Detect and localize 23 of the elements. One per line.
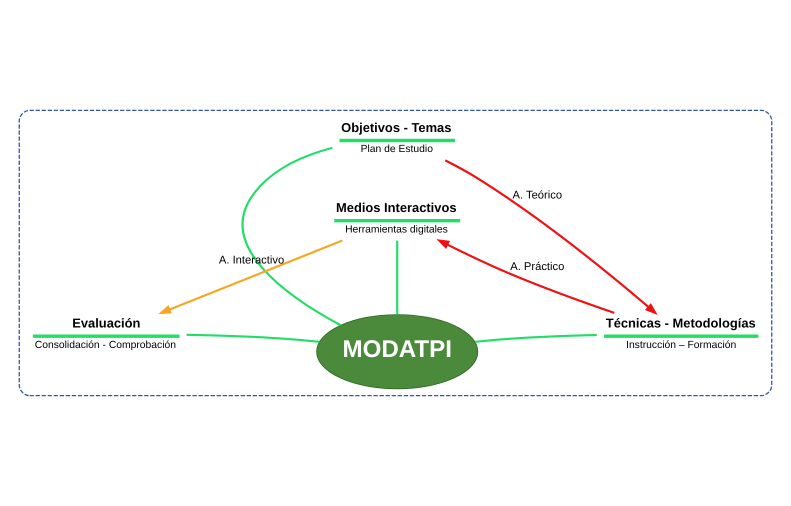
node-box [33, 334, 180, 338]
edge-label: A. Práctico [510, 261, 564, 274]
node-box [339, 138, 455, 142]
node-label: Herramientas digitales [345, 224, 448, 236]
connector [242, 146, 342, 326]
connector [186, 334, 320, 343]
node-label: Instrucción – Formación [626, 340, 736, 351]
node-box [334, 218, 460, 222]
cluster [18, 110, 772, 396]
node-box [604, 334, 758, 338]
node-label: Medios Interactivos [336, 200, 457, 216]
arrow [158, 240, 343, 314]
arrow [436, 239, 615, 314]
node-label: Plan de Estudio [360, 144, 433, 156]
arrow [444, 159, 658, 315]
node-label: Objetivos - Temas [341, 120, 452, 135]
edge-label: A. Teórico [512, 190, 562, 202]
node-label: Consolidación - Comprobación [34, 340, 176, 351]
connector [475, 334, 597, 343]
node-label: Técnicas - Metodologías [606, 316, 756, 331]
connector [396, 240, 398, 315]
node-ellipse: MODATPI [316, 314, 478, 390]
node-label: Evaluación [72, 316, 140, 331]
